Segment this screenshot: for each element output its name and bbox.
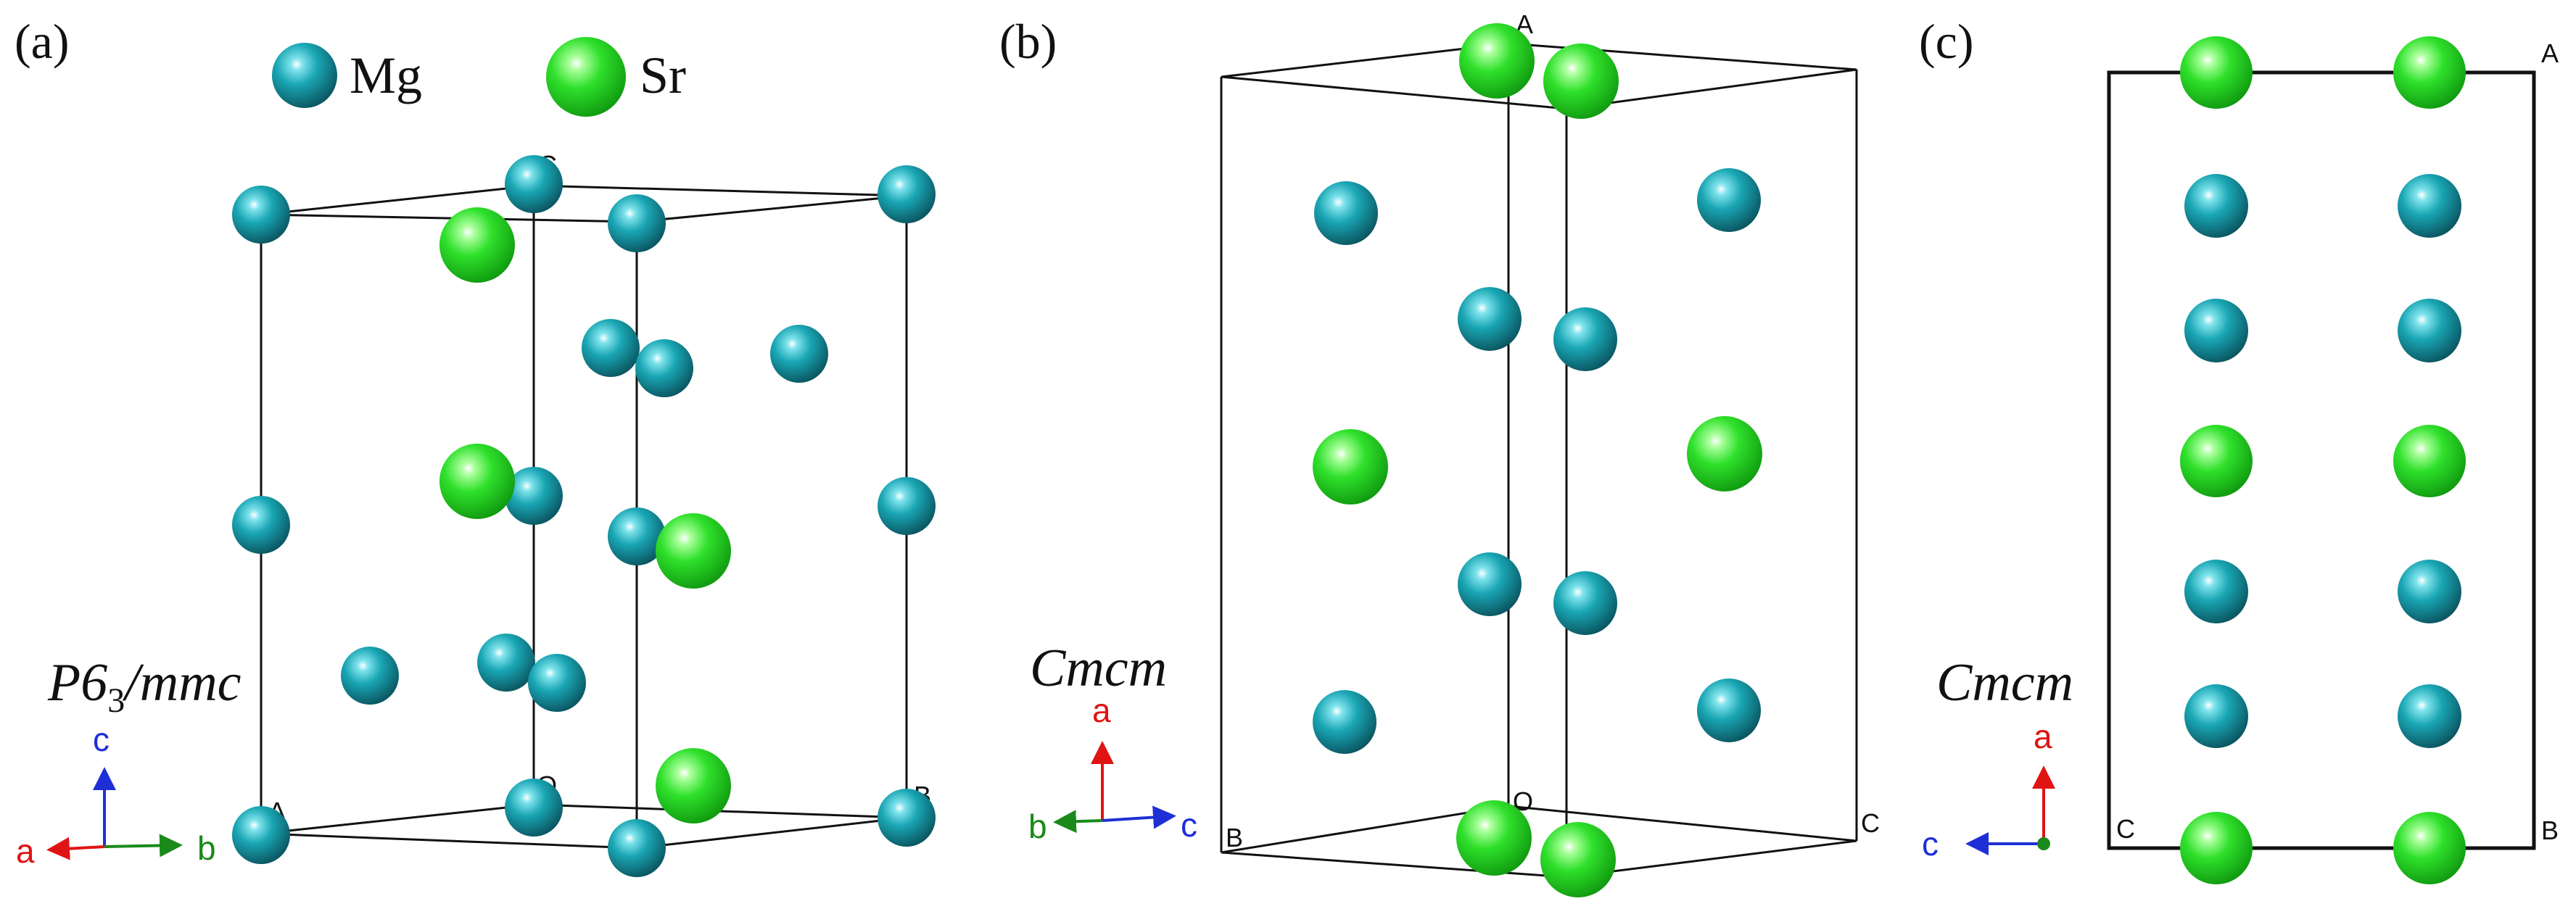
mg-atom <box>2184 684 2248 748</box>
panel-b: (b) A O B C <box>999 9 1880 897</box>
sr-atom <box>2393 812 2466 884</box>
sr-atom <box>1459 23 1535 99</box>
mg-atom <box>878 165 936 223</box>
sr-atom <box>2180 425 2253 497</box>
panel-b-cell-edges <box>1220 42 1858 879</box>
panel-a-atoms <box>232 155 936 877</box>
sr-atom <box>2393 36 2466 109</box>
axis-a-label: a <box>2034 718 2052 755</box>
panel-c-label: (c) <box>1919 14 1973 69</box>
mg-atom <box>608 507 666 565</box>
panel-c-cell-edges <box>2107 70 2536 850</box>
axis-c-label: c <box>1181 806 1197 844</box>
mg-atom <box>505 779 563 837</box>
sr-atom <box>1540 822 1616 897</box>
mg-atom <box>505 467 563 525</box>
mg-atom <box>1553 307 1617 371</box>
mg-atom <box>635 339 693 397</box>
axis-b-arrow <box>1053 810 1103 834</box>
sr-atom <box>1687 416 1762 491</box>
panel-a: (a) Mg Sr C A O B <box>15 14 936 877</box>
panel-a-axes: c a b <box>16 721 216 870</box>
sr-atom <box>656 748 731 823</box>
sr-atom <box>1543 43 1619 119</box>
panel-b-label: (b) <box>999 14 1057 69</box>
sr-atom <box>439 207 515 283</box>
sr-atom <box>656 513 731 589</box>
legend-sr-label: Sr <box>640 46 686 104</box>
sr-atom <box>2393 425 2466 497</box>
panel-b-atoms <box>1313 23 1762 897</box>
mg-atom <box>232 186 290 244</box>
panel-b-axes: a b c <box>1028 692 1197 845</box>
panel-c-corner-c: C <box>2116 814 2135 844</box>
axis-b-dot <box>2037 837 2050 850</box>
mg-atom <box>1458 287 1522 351</box>
panel-c-corner-b: B <box>2541 815 2559 845</box>
panel-c-atoms <box>2180 36 2466 884</box>
panel-c-axes: a c <box>1922 718 2055 863</box>
sr-atom <box>1456 800 1532 876</box>
panel-c: (c) A C B Cmcm a c <box>1919 14 2559 884</box>
mg-atom <box>232 496 290 554</box>
mg-atom <box>2398 560 2461 623</box>
mg-atom <box>2184 560 2248 623</box>
mg-atom <box>1553 571 1617 635</box>
axis-b-label: b <box>197 829 216 867</box>
panel-c-space-group: Cmcm <box>1936 653 2073 713</box>
legend: Mg Sr <box>272 37 686 117</box>
panel-a-cell-edges <box>260 184 908 850</box>
axis-a-label: a <box>1092 692 1111 729</box>
mg-atom <box>1314 181 1378 245</box>
mg-atom <box>878 477 936 535</box>
sr-atom <box>1313 429 1388 505</box>
mg-atom <box>477 634 535 692</box>
mg-atom <box>232 806 290 864</box>
mg-atom <box>2398 174 2461 238</box>
sr-atom <box>439 444 515 519</box>
axis-a-label: a <box>16 832 35 870</box>
mg-atom <box>1313 690 1376 754</box>
panel-b-space-group: Cmcm <box>1030 639 1167 698</box>
legend-mg-sphere <box>272 43 337 108</box>
mg-atom <box>2398 684 2461 748</box>
panel-b-corner-b: B <box>1226 823 1243 852</box>
legend-sr-sphere <box>546 37 626 117</box>
legend-mg-label: Mg <box>350 46 422 104</box>
panel-c-corner-a: A <box>2541 38 2559 68</box>
axis-a-arrow <box>46 837 105 860</box>
mg-atom <box>2184 174 2248 238</box>
axis-c-label: c <box>93 721 110 758</box>
axis-b-arrow <box>104 834 183 858</box>
panel-a-label: (a) <box>15 14 69 69</box>
mg-atom <box>878 789 936 847</box>
mg-atom <box>1458 552 1522 616</box>
axis-b-label: b <box>1028 808 1047 845</box>
axis-c-arrow <box>1102 805 1176 829</box>
mg-atom <box>505 155 563 213</box>
panel-a-space-group: P63/mmc <box>47 653 242 720</box>
sr-atom <box>2180 812 2253 884</box>
mg-atom <box>770 325 828 383</box>
mg-atom <box>608 819 666 877</box>
mg-atom <box>528 654 586 712</box>
mg-atom <box>341 647 399 705</box>
mg-atom <box>1697 168 1761 232</box>
mg-atom <box>1697 678 1761 742</box>
panel-b-corner-c: C <box>1861 808 1880 838</box>
axis-c-label: c <box>1922 825 1939 863</box>
sr-atom <box>2180 36 2253 109</box>
mg-atom <box>582 319 640 377</box>
mg-atom <box>2398 299 2461 362</box>
mg-atom <box>608 194 666 252</box>
mg-atom <box>2184 299 2248 362</box>
